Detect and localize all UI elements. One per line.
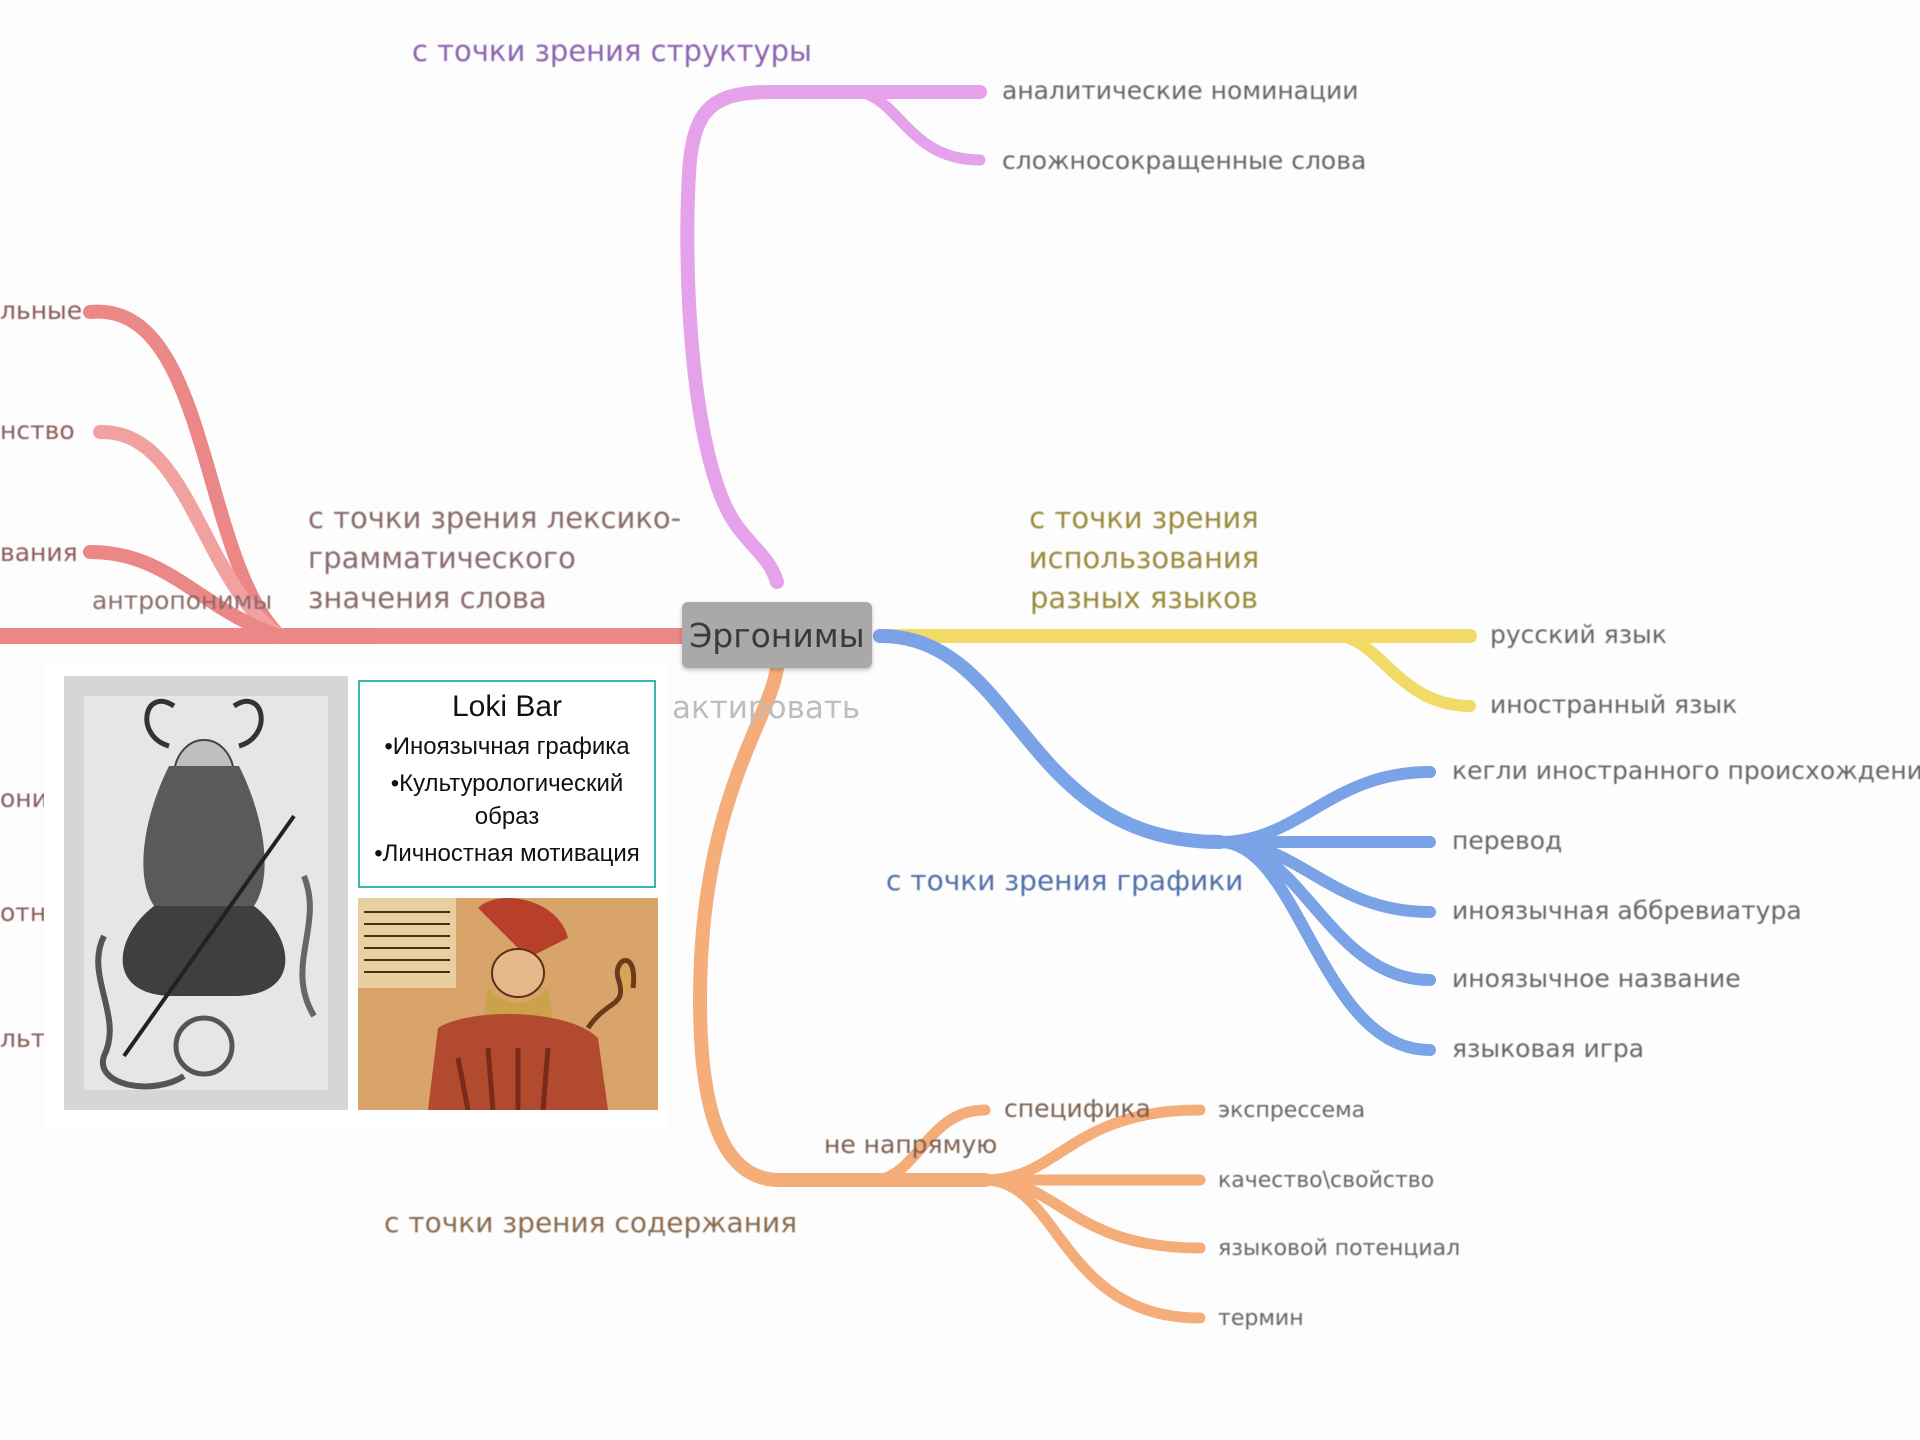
node-term[interactable]: термин: [1218, 1306, 1304, 1331]
node-language-potential[interactable]: языковой потенциал: [1218, 1236, 1461, 1261]
node-specificity[interactable]: специфика: [1004, 1094, 1151, 1123]
loki-drawing-image: [64, 676, 348, 1110]
norse-manuscript-image: [358, 898, 658, 1110]
node-cut-1[interactable]: льные: [0, 296, 83, 325]
node-language-play[interactable]: языковая игра: [1452, 1034, 1645, 1063]
branch-graphics: [873, 629, 1227, 849]
edge-content-1: [874, 1104, 991, 1186]
node-compound-abbrev-words[interactable]: сложносокращенные слова: [1002, 146, 1367, 175]
edge-content-5: [979, 1174, 1206, 1324]
node-expressema[interactable]: экспрессема: [1218, 1098, 1366, 1123]
edge-structure-2: [854, 86, 986, 166]
node-analytic-nominations[interactable]: аналитические номинации: [1002, 76, 1359, 105]
node-russian-language[interactable]: русский язык: [1490, 620, 1667, 649]
branch-content-label[interactable]: с точки зрения содержания: [384, 1206, 798, 1239]
branch-languages-label[interactable]: с точки зрения использования разных язык…: [1028, 501, 1260, 615]
slide-title: Loki Bar: [451, 690, 563, 723]
node-translation[interactable]: перевод: [1452, 826, 1563, 855]
node-foreign-abbreviation[interactable]: иноязычная аббревиатура: [1452, 896, 1802, 925]
edge-lang-2: [1334, 630, 1476, 712]
node-anthroponyms[interactable]: антропонимы: [92, 586, 273, 615]
edge-gr-5: [1214, 836, 1436, 1056]
manuscript-figure-illustration: [358, 898, 658, 1110]
node-quality-property[interactable]: качество\свойство: [1218, 1168, 1435, 1193]
branch-content: [693, 661, 992, 1187]
edge-lexico-2: [93, 424, 287, 643]
slide-text-box: Loki Bar •Иноязычная графика •Культуроло…: [358, 680, 656, 888]
node-cut-3[interactable]: вания: [0, 538, 78, 567]
central-topic-node[interactable]: Эргонимы: [682, 602, 872, 668]
slide-item-1: •Иноязычная графика: [384, 733, 630, 760]
branch-lexico-label[interactable]: с точки зрения лексико-грамматического з…: [308, 501, 682, 615]
edge-lexico-1: [83, 304, 287, 643]
loki-drawing-illustration: [64, 676, 348, 1110]
edge-gr-1: [1214, 766, 1436, 848]
edge-lexico-3: [83, 545, 287, 643]
node-cut-2[interactable]: нство: [0, 416, 75, 445]
slide-item-2: •Культурологический образ: [390, 770, 624, 830]
slide-item-3: •Личностная мотивация: [374, 840, 640, 867]
edit-ghost-text: актировать: [672, 690, 861, 726]
branch-structure: [680, 85, 987, 589]
branch-graphics-label[interactable]: с точки зрения графики: [886, 864, 1244, 897]
node-indirectly[interactable]: не напрямую: [824, 1130, 998, 1159]
node-foreign-language[interactable]: иностранный язык: [1490, 690, 1738, 719]
node-foreign-fonts[interactable]: кегли иностранного происхождения: [1452, 756, 1920, 785]
node-foreign-name[interactable]: иноязычное название: [1452, 964, 1741, 993]
branch-structure-label[interactable]: с точки зрения структуры: [412, 34, 812, 68]
